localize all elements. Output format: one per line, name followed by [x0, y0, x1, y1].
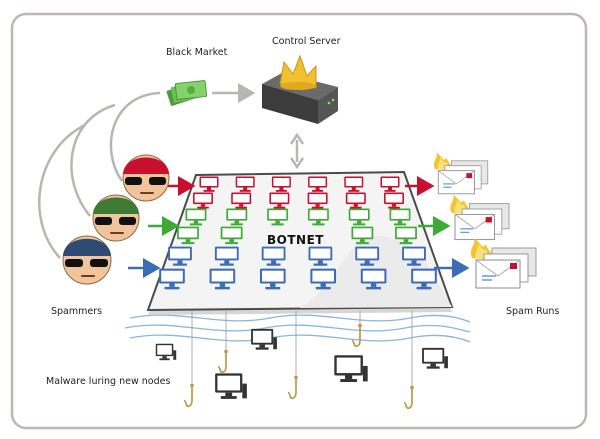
control-server-label: Control Server [272, 36, 341, 47]
spam-runs-label: Spam Runs [506, 306, 560, 317]
server-crown-icon [262, 54, 338, 124]
spammer-red-hat-icon [122, 154, 170, 202]
hook-lines [191, 311, 413, 388]
spammer-blue-hat-icon [62, 235, 112, 285]
waves [124, 314, 471, 343]
money-icon [166, 80, 208, 106]
spammer-green-hat-icon [92, 194, 140, 242]
spammers-label: Spammers [51, 306, 103, 317]
spammer-arrows [128, 176, 196, 278]
server-link-arrow [289, 132, 305, 170]
botnet-label: BOTNET [267, 233, 324, 247]
black-market-label: Black Market [166, 47, 228, 58]
malware-label: Malware luring new nodes [46, 376, 171, 387]
spam-arrows [405, 176, 470, 278]
money-flow-lines [38, 83, 256, 259]
